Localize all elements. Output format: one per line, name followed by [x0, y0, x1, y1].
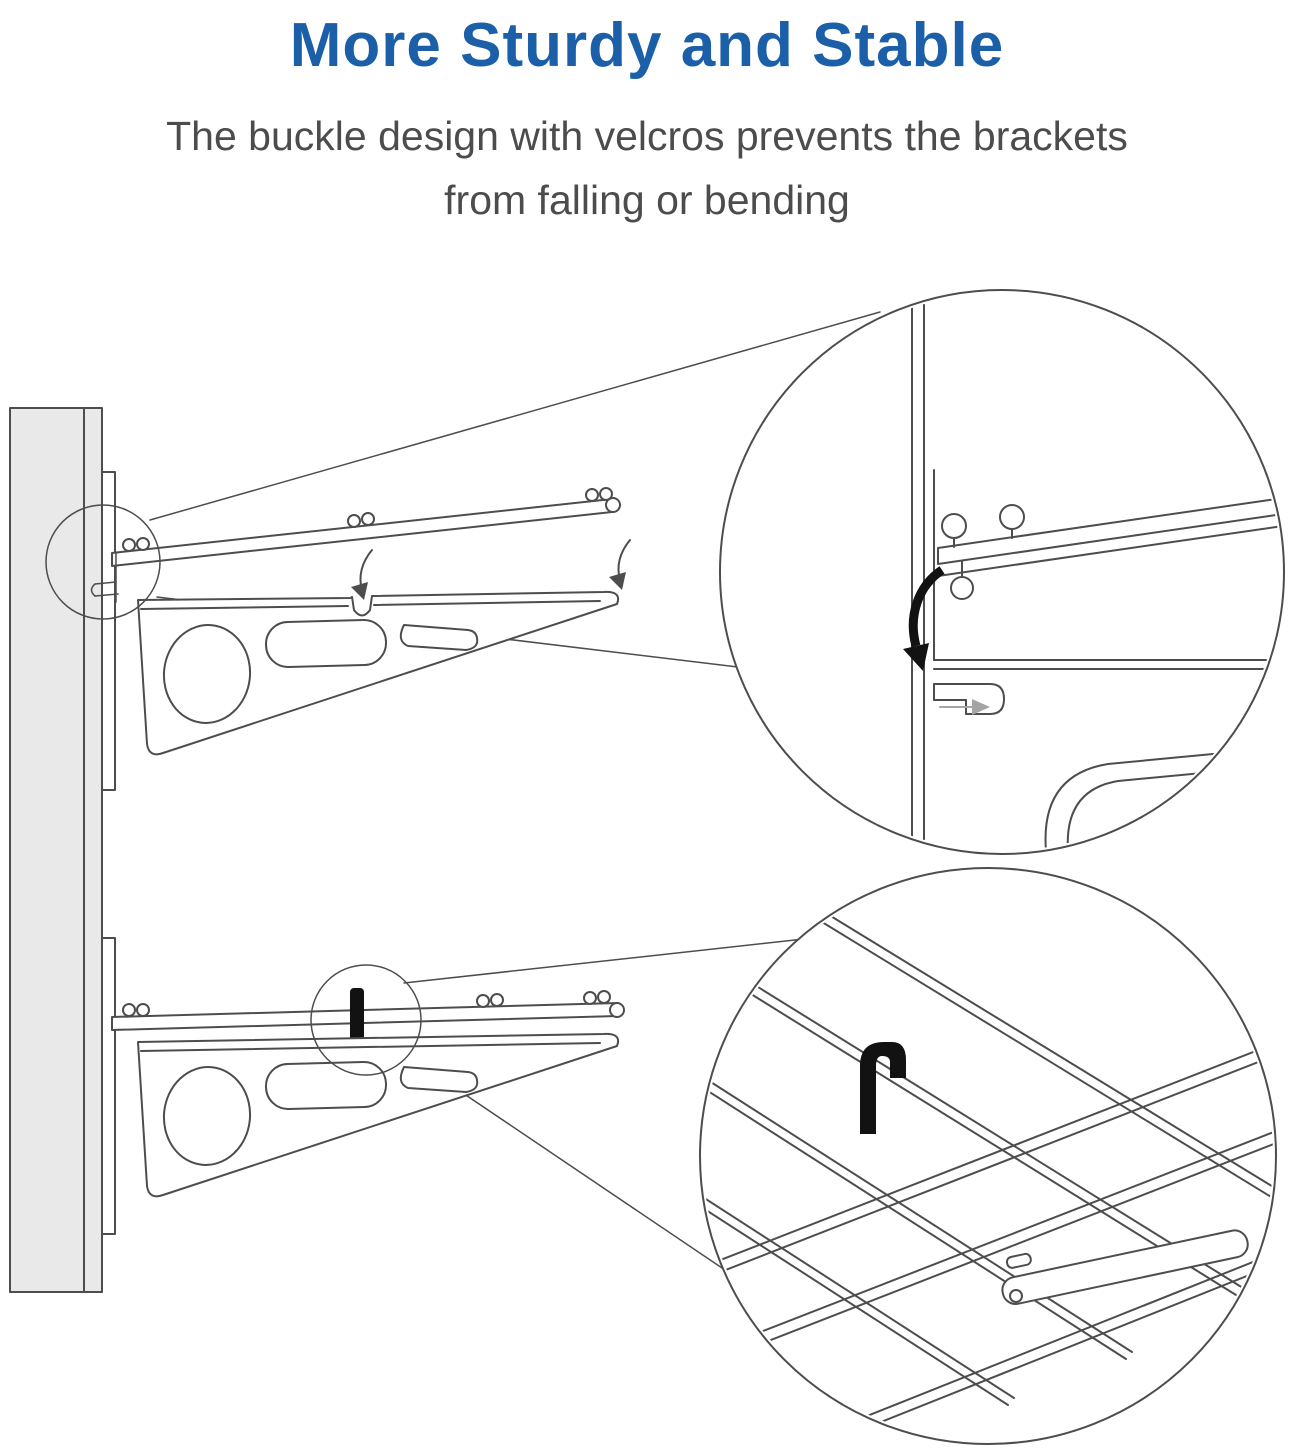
velcro-strap-hook — [860, 1042, 906, 1134]
press-down-arrow-icon — [609, 539, 631, 590]
lower-wall-rail — [101, 937, 116, 1235]
rotate-down-arrow-icon — [903, 566, 945, 671]
wall-panel — [9, 407, 103, 1293]
bracket-cutout-large — [162, 624, 252, 724]
page-title: More Sturdy and Stable — [289, 11, 1005, 80]
wire-end-cap — [703, 1352, 715, 1368]
roller-pin — [1005, 1252, 1032, 1269]
buckle-zoom-content — [903, 293, 1281, 851]
upper-bracket — [90, 551, 620, 756]
buckle-knobs — [122, 990, 625, 1018]
upper-wall-rail — [101, 471, 116, 791]
zoom-shelf-rail — [937, 497, 1281, 565]
zoom-bracket-top-edge — [933, 659, 1281, 670]
buckle-zoom-circle — [719, 289, 1285, 855]
bracket-edge-bar — [1001, 1229, 1249, 1305]
bracket-cutout-middle — [265, 619, 388, 668]
wall-edge-lines — [911, 293, 935, 851]
zoom-bracket-corner-lines — [1044, 747, 1277, 851]
bracket-cutout-slim — [399, 1066, 479, 1093]
upper-shelf-rail — [111, 487, 621, 567]
press-down-arrow-icon — [351, 549, 373, 600]
bracket-cutout-large — [162, 1066, 252, 1166]
buckle-knobs — [122, 487, 621, 552]
wire-end-cap — [703, 1266, 711, 1282]
subtitle-line-1: The buckle design with velcros prevents … — [166, 113, 1128, 159]
wire-grid — [703, 895, 1273, 1441]
hook-zoom-source-circle — [45, 504, 161, 620]
bracket-cutout-middle — [265, 1061, 388, 1110]
slide-in-arrow-icon — [939, 699, 990, 715]
velcro-zoom-source-circle — [310, 964, 422, 1076]
subtitle-line-2: from falling or bending — [444, 176, 850, 223]
wall-hook-detail — [90, 551, 119, 603]
bracket-pin — [1009, 1289, 1023, 1303]
zoom-buckle-knobs — [941, 504, 1025, 600]
lower-bracket — [137, 1032, 620, 1198]
header: More Sturdy and Stable The buckle design… — [0, 0, 1294, 232]
lower-shelf-rail — [111, 990, 625, 1031]
bracket-hook-slot — [933, 683, 1005, 715]
bracket-cutout-slim — [399, 624, 479, 651]
